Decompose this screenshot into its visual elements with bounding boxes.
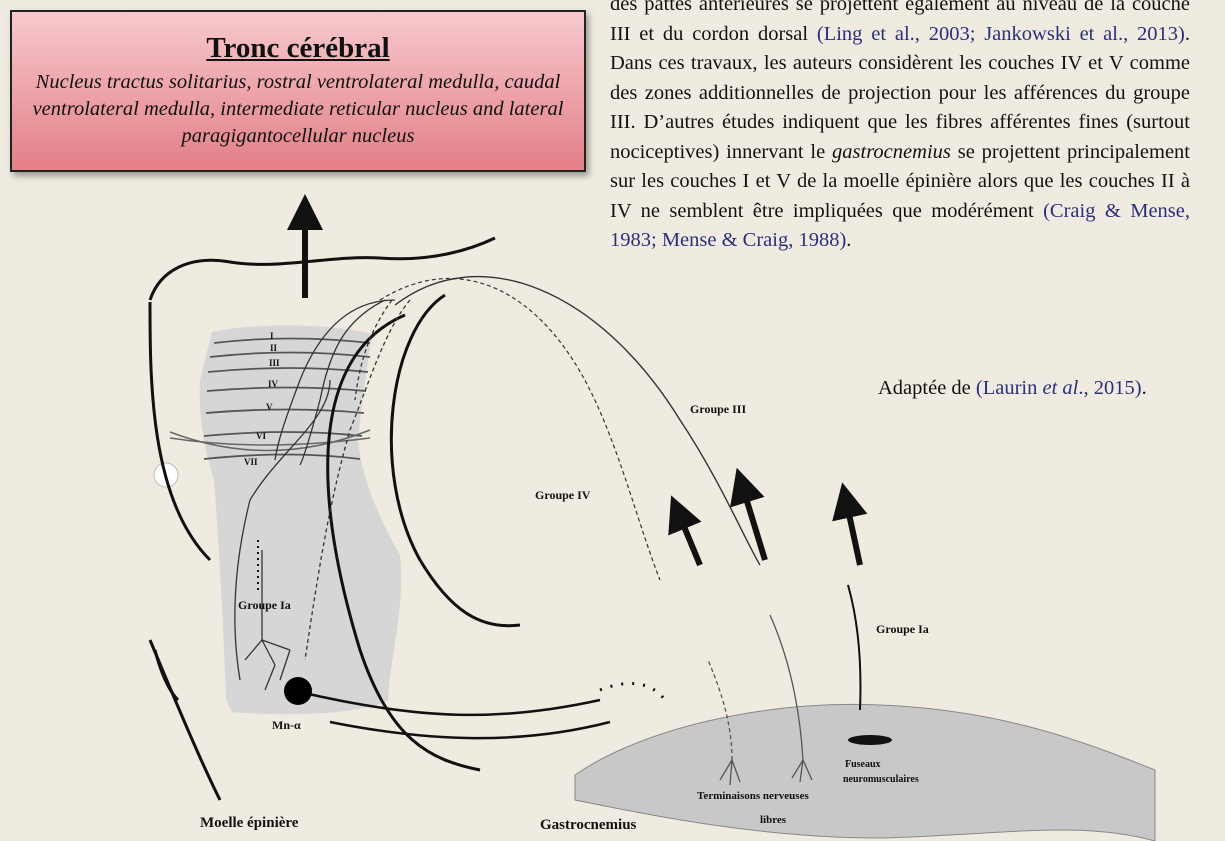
groupe-iv-fiber	[391, 295, 520, 626]
spindle-afferent	[848, 585, 861, 710]
adapted-suffix: .	[1142, 377, 1147, 399]
arrow-groupe-iii	[742, 485, 765, 560]
label-groupe-iii: Groupe III	[690, 402, 746, 417]
label-mn-alpha: Mn-α	[272, 718, 301, 733]
gastrocnemius-muscle	[575, 704, 1155, 841]
lamina-label-i: I	[270, 331, 274, 341]
lamina-label-vi: VI	[256, 431, 266, 441]
spinal-grey-matter	[200, 325, 402, 714]
adapted-from: Adaptée de (Laurin et al., 2015).	[878, 377, 1147, 400]
brainstem-box: Tronc cérébral Nucleus tractus solitariu…	[10, 10, 586, 172]
motor-axon-2	[330, 722, 610, 738]
adapted-prefix: Adaptée de	[878, 377, 976, 399]
lamina-label-iii: III	[269, 358, 280, 368]
muscle-spindle	[848, 735, 892, 745]
motor-neuron-soma	[284, 677, 312, 705]
label-groupe-ia-spinal: Groupe Ia	[238, 598, 291, 613]
label-groupe-ia-muscle: Groupe Ia	[876, 622, 929, 637]
body-paragraph: des pattes antérieures se projettent éga…	[610, 0, 1190, 256]
citation-laurin: (Laurin et al., 2015)	[976, 377, 1142, 399]
para-text-5: .	[846, 229, 851, 251]
dotted-branch	[600, 683, 665, 700]
label-gastrocnemius: Gastrocnemius	[540, 817, 636, 834]
lamina-label-v: V	[266, 402, 273, 412]
brainstem-nuclei: Nucleus tractus solitarius, rostral vent…	[12, 69, 584, 150]
lamina-label-ii: II	[270, 343, 277, 353]
lamina-label-vii: VII	[244, 457, 258, 467]
label-terminaisons-2: libres	[760, 814, 786, 826]
brainstem-title: Tronc cérébral	[12, 32, 584, 65]
label-fuseaux-2: neuromusculaires	[843, 774, 919, 785]
label-terminaisons-1: Terminaisons nerveuses	[697, 790, 809, 802]
label-groupe-iv: Groupe IV	[535, 488, 590, 503]
citation-ling-jankowski: (Ling et al., 2003; Jankowski et al., 20…	[817, 23, 1185, 45]
groupe-iii-fiber	[395, 277, 760, 565]
groupe-iii-fiber-dashed	[380, 278, 660, 580]
label-fuseaux-1: Fuseaux	[845, 759, 881, 770]
lamina-label-iv: IV	[268, 379, 278, 389]
arrow-groupe-iv	[678, 512, 700, 565]
para-text-gastrocnemius: gastrocnemius	[832, 141, 951, 163]
label-moelle-epiniere: Moelle épinière	[200, 815, 298, 832]
arrow-groupe-ia	[846, 500, 860, 565]
